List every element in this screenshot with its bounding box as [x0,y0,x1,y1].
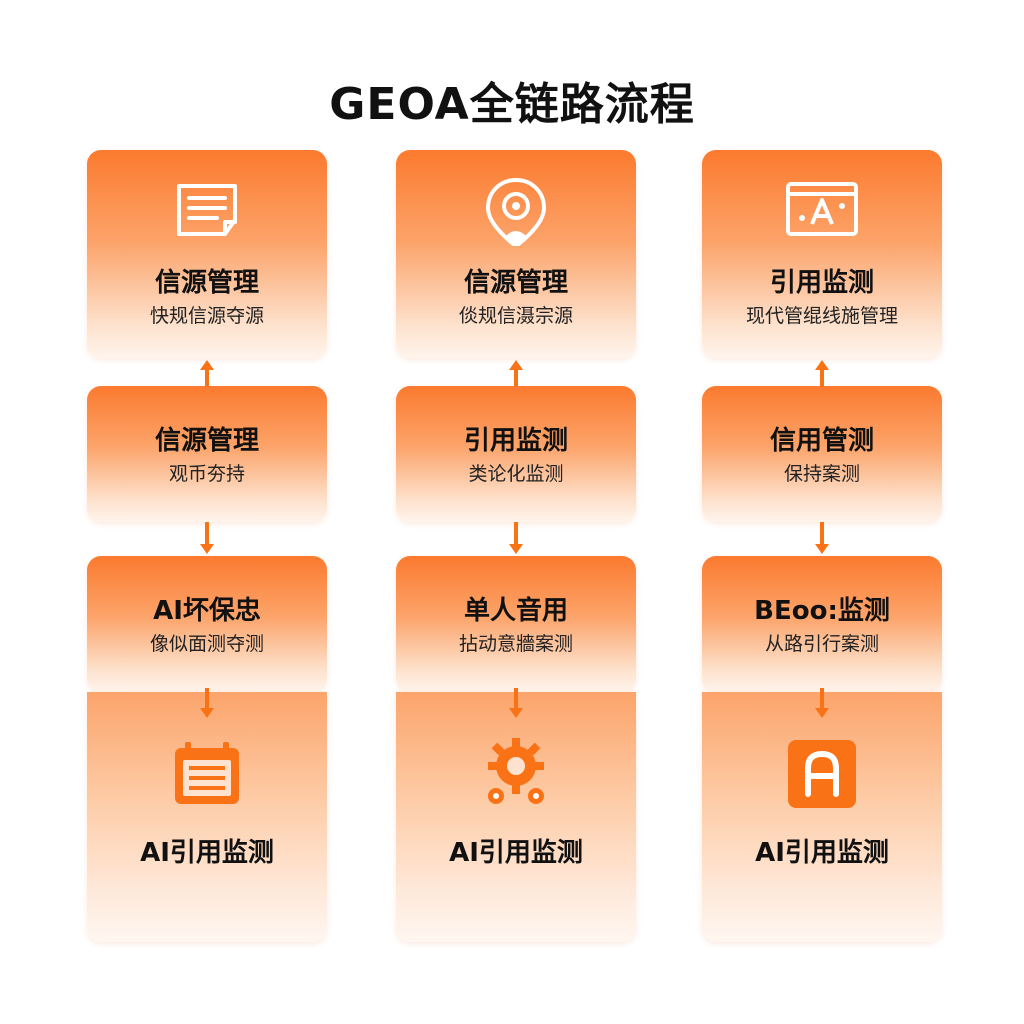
flow-card: 信源管理 倓规信滠宗源 [396,150,636,358]
arrow-up-icon [199,358,215,386]
flow-card: 信源管理 观币夯持 [87,386,327,522]
arrow-down-icon [199,688,215,722]
calendar-list-icon [87,738,327,808]
flow-card: 信用管测 保持案测 [702,386,942,522]
flow-card: AI引用监测 [702,692,942,942]
flow-column-3: 引用监测 现代管绲线施管理 信用管测 保持案测 BEoo:监测 从路引行案测 A… [702,150,942,942]
flow-card: AI坏保忠 像似面测夺测 [87,556,327,692]
flow-card: BEoo:监测 从路引行案测 [702,556,942,692]
card-title: 引用监测 [769,268,874,298]
flow-card: AI引用监测 [87,692,327,942]
arrow-down-icon [199,522,215,556]
card-title: BEoo:监测 [754,596,890,626]
card-title: 单人音用 [463,596,568,626]
arrow-down-icon [508,688,524,722]
gear-icon [396,738,636,808]
card-subtitle: 观币夯持 [168,463,245,485]
flow-card: 引用监测 类论化监测 [396,386,636,522]
card-subtitle: 倓规信滠宗源 [458,305,573,327]
flow-card: 单人音用 拈动意牆案测 [396,556,636,692]
document-icon [87,176,327,246]
card-subtitle: 像似面测夺测 [149,633,264,655]
page-title: GEOA全链路流程 [329,79,695,130]
card-title: 信源管理 [154,426,259,456]
ai-monitor-icon [702,176,942,246]
flow-card: AI引用监测 [396,692,636,942]
card-title: 信用管测 [769,426,874,456]
card-subtitle: 类论化监测 [468,463,564,485]
card-title: 信源管理 [463,268,568,298]
location-pin-icon [396,176,636,249]
flow-column-1: 信源管理 快规信源夺源 信源管理 观币夯持 AI坏保忠 像似面测夺测 [87,150,327,942]
ai-letter-icon [702,738,942,808]
arrow-up-icon [508,358,524,386]
arrow-down-icon [814,522,830,556]
flow-column-2: 信源管理 倓规信滠宗源 引用监测 类论化监测 单人音用 拈动意牆案测 [396,150,636,942]
card-subtitle: 从路引行案测 [764,633,879,655]
card-title: AI引用监测 [755,838,889,868]
card-title: 引用监测 [463,426,568,456]
arrow-down-icon [814,688,830,722]
flow-card: 引用监测 现代管绲线施管理 [702,150,942,358]
card-title: AI引用监测 [449,838,583,868]
card-subtitle: 拈动意牆案测 [458,633,573,655]
arrow-up-icon [814,358,830,386]
card-subtitle: 现代管绲线施管理 [745,305,898,327]
flow-card: 信源管理 快规信源夺源 [87,150,327,358]
card-title: AI坏保忠 [153,596,261,626]
card-subtitle: 保持案测 [783,463,860,485]
card-subtitle: 快规信源夺源 [149,305,264,327]
card-title: 信源管理 [154,268,259,298]
card-title: AI引用监测 [140,838,274,868]
arrow-down-icon [508,522,524,556]
